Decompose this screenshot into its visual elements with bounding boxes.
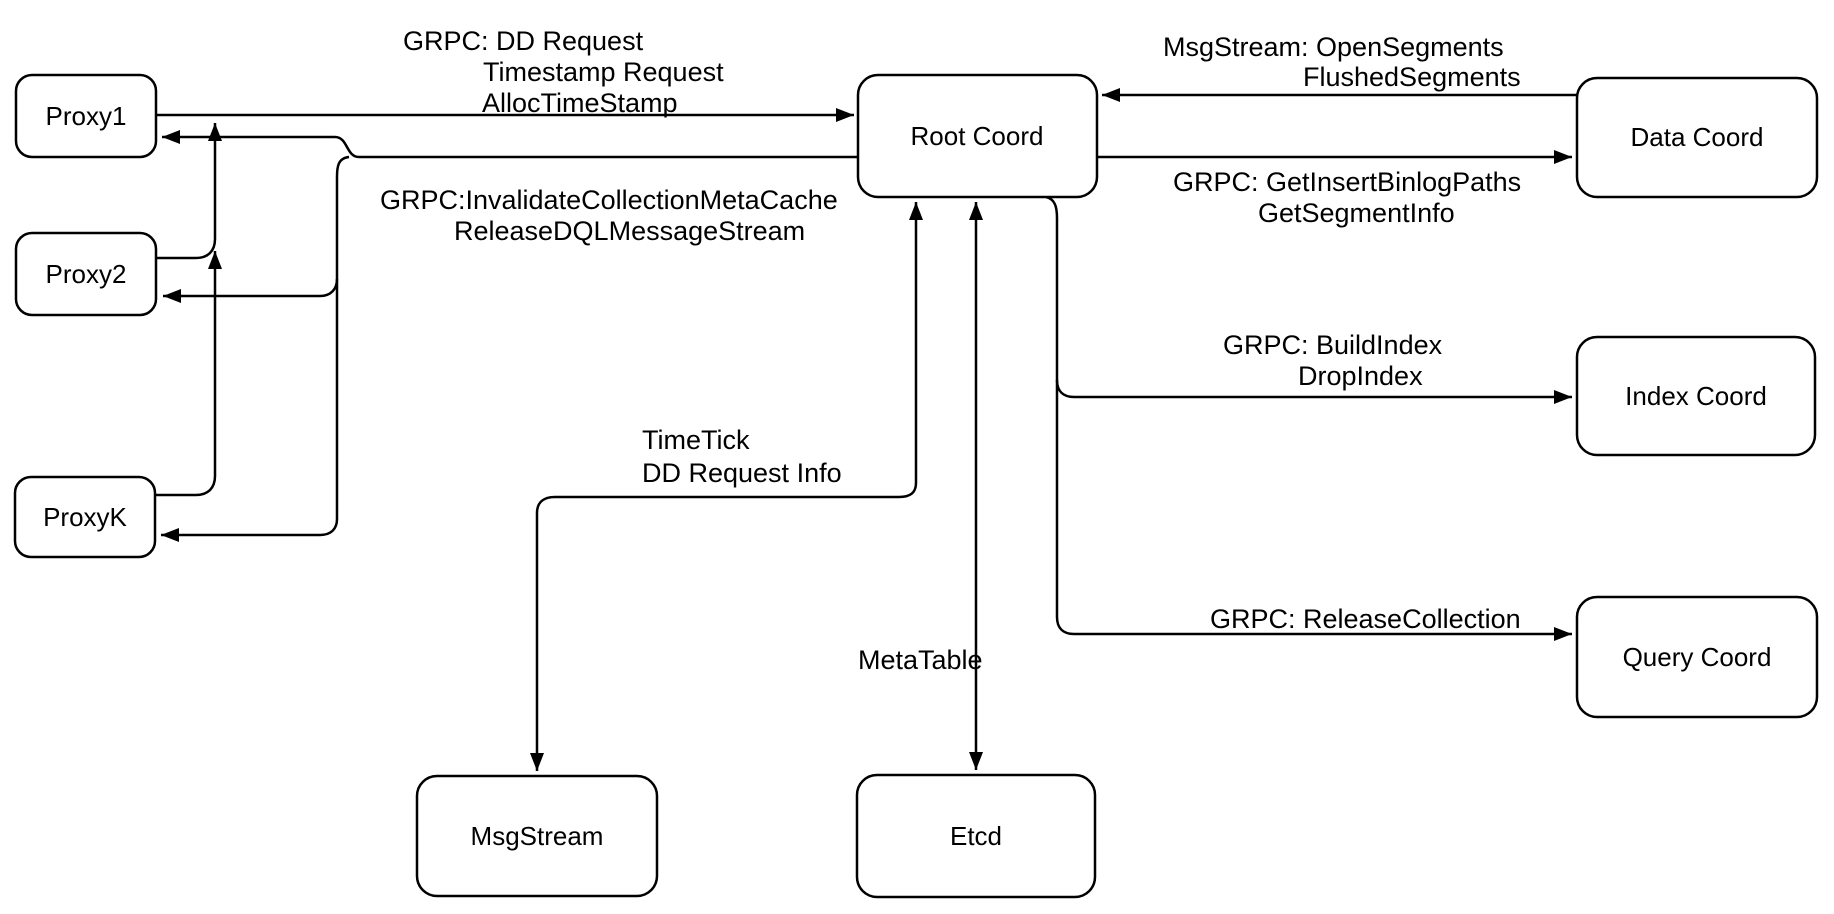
label-data-to-root-line2: FlushedSegments [1303,62,1521,92]
edge-rootcoord-to-proxy1 [162,130,858,159]
node-proxy1-box [14,73,158,159]
label-root-to-etcd-line1: MetaTable [858,645,983,675]
label-root-to-data-line2: GetSegmentInfo [1258,198,1455,228]
label-root-to-proxy-line2: ReleaseDQLMessageStream [454,216,805,246]
node-query-coord-label: Query Coord [1623,642,1772,672]
edge-rootcoord-to-indexcoord [1055,379,1572,404]
label-root-to-query: GRPC: ReleaseCollection [1210,604,1521,634]
node-index-coord: Index Coord [1575,335,1817,457]
label-root-to-index-line2: DropIndex [1298,361,1423,391]
node-msgstream-label: MsgStream [471,821,604,851]
node-query-coord-box [1575,595,1819,719]
node-proxy1-label: Proxy1 [46,101,127,131]
label-proxy-to-root-line3: AllocTimeStamp [482,88,678,118]
label-data-to-root-line1: MsgStream: OpenSegments [1163,32,1504,62]
label-root-to-proxy-line1: GRPC:InvalidateCollectionMetaCache [380,185,838,215]
node-proxyk: ProxyK [13,475,157,559]
label-root-to-index-line1: GRPC: BuildIndex [1223,330,1443,360]
node-proxy2: Proxy2 [14,231,158,317]
node-etcd: Etcd [855,773,1097,899]
label-root-to-data: GRPC: GetInsertBinlogPaths GetSegmentInf… [1173,167,1521,228]
node-proxyk-box [13,475,157,559]
node-index-coord-box [1575,335,1817,457]
label-proxy-to-root-line2: Timestamp Request [483,57,724,87]
node-data-coord-label: Data Coord [1631,122,1764,152]
edge-rootcoord-to-proxyk [161,279,339,542]
label-root-to-msgstream-line2: DD Request Info [642,458,842,488]
label-root-to-query-line1: GRPC: ReleaseCollection [1210,604,1521,634]
edge-rootcoord-msgstream [530,202,923,771]
edge-rootcoord-to-proxy2 [163,155,350,303]
node-query-coord: Query Coord [1575,595,1819,719]
node-proxy2-label: Proxy2 [46,259,127,289]
label-root-to-data-line1: GRPC: GetInsertBinlogPaths [1173,167,1521,197]
node-root-coord-label: Root Coord [911,121,1044,151]
node-root-coord: Root Coord [856,73,1099,199]
label-proxy-to-root: GRPC: DD Request Timestamp Request Alloc… [403,26,724,118]
edge-rootcoord-to-querycoord [1045,195,1572,641]
edge-proxyk-to-rootcoord [155,251,222,497]
label-root-to-msgstream-line1: TimeTick [642,425,750,455]
label-root-to-index: GRPC: BuildIndex DropIndex [1223,330,1443,391]
node-msgstream: MsgStream [415,774,659,898]
edge-proxy2-to-rootcoord [156,123,222,260]
label-root-to-proxy: GRPC:InvalidateCollectionMetaCache Relea… [380,185,838,246]
node-proxy2-box [14,231,158,317]
node-data-coord: Data Coord [1575,76,1819,199]
label-root-to-etcd: MetaTable [858,645,983,675]
node-proxy1: Proxy1 [14,73,158,159]
label-data-to-root: MsgStream: OpenSegments FlushedSegments [1163,32,1521,92]
node-root-coord-box [856,73,1099,199]
label-root-to-msgstream: TimeTick DD Request Info [642,425,842,488]
node-etcd-box [855,773,1097,899]
node-index-coord-label: Index Coord [1625,381,1767,411]
node-data-coord-box [1575,76,1819,199]
label-proxy-to-root-line1: GRPC: DD Request [403,26,644,56]
node-msgstream-box [415,774,659,898]
node-etcd-label: Etcd [950,821,1002,851]
node-proxyk-label: ProxyK [43,502,127,532]
